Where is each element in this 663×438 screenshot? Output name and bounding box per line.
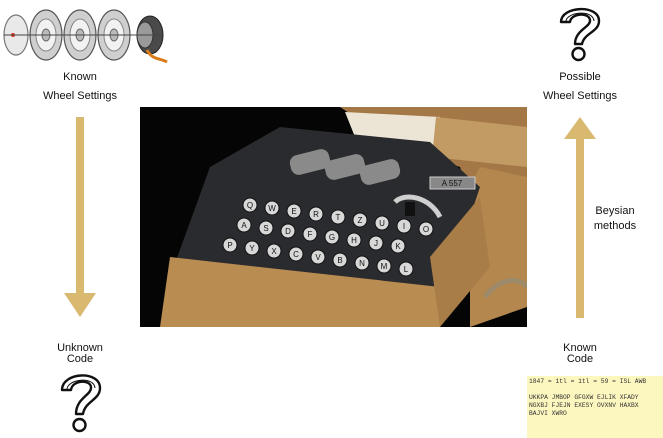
code-line: UKKPA JMBOP GFGXW EJLIK XFADY <box>529 394 639 401</box>
enigma-key: P <box>222 237 238 253</box>
enigma-key: X <box>266 243 282 259</box>
question-mark-icon <box>60 374 102 433</box>
enigma-key: G <box>324 229 340 245</box>
enigma-key-label: X <box>271 247 277 256</box>
enigma-key: F <box>302 226 318 242</box>
enigma-key-label: H <box>351 236 357 245</box>
enigma-key-label: V <box>315 253 321 262</box>
enigma-key-label: A <box>241 221 247 230</box>
enigma-key: N <box>354 255 370 271</box>
enigma-key: E <box>286 203 302 219</box>
enigma-key-label: B <box>337 256 342 265</box>
enigma-key-label: G <box>329 233 335 242</box>
enigma-key-label: E <box>291 207 296 216</box>
enigma-key: I <box>396 218 412 234</box>
enigma-key-label: K <box>395 242 401 251</box>
known-wheel-settings-label: Known Wheel Settings <box>43 71 117 102</box>
enigma-key-label: Y <box>249 244 255 253</box>
svg-text:A 557: A 557 <box>442 179 463 188</box>
enigma-key: H <box>346 232 362 248</box>
enigma-machine-photo: A 557 Q W E R T Z U I O A S D F G H J K P Y X C V B N M L <box>140 107 527 327</box>
enigma-key: C <box>288 246 304 262</box>
enigma-key: V <box>310 249 326 265</box>
enigma-key: W <box>264 200 280 216</box>
enigma-key-label: S <box>263 224 268 233</box>
question-mark-icon <box>559 7 601 62</box>
code-line: NGXBJ FJEJN EXESY OVXNV HAXBX <box>529 402 639 409</box>
enigma-key: L <box>398 261 414 277</box>
enigma-key: M <box>376 258 392 274</box>
enigma-illustration: A 557 Q W E R T Z U I O A S D F G H J K P Y X C V B N M L <box>160 107 527 327</box>
code-header: 1847 = 1tl = 1tl = 59 = ISL AWB <box>529 378 647 385</box>
enigma-key: O <box>418 221 434 237</box>
enigma-key: S <box>258 220 274 236</box>
enigma-key-label: D <box>285 227 291 236</box>
enigma-key-label: C <box>293 250 299 259</box>
enigma-key: B <box>332 252 348 268</box>
enigma-key-label: J <box>374 239 378 248</box>
enigma-key-label: W <box>268 204 276 213</box>
enigma-key-label: I <box>403 222 405 231</box>
down-arrow <box>64 117 96 317</box>
enigma-key: A <box>236 217 252 233</box>
enigma-key-label: F <box>308 230 313 239</box>
enigma-key: K <box>390 238 406 254</box>
enigma-key-label: O <box>423 225 429 234</box>
enigma-key-label: T <box>336 213 341 222</box>
enigma-key: U <box>374 215 390 231</box>
enigma-key-label: P <box>227 241 232 250</box>
up-arrow <box>564 117 596 318</box>
unknown-code-label: Unknown Code <box>57 342 103 365</box>
enigma-key-label: M <box>381 262 388 271</box>
known-code-box: 1847 = 1tl = 1tl = 59 = ISL AWB UKKPA JM… <box>527 376 663 438</box>
rotor-stack-icon <box>3 9 168 64</box>
code-line: BAJVI XWRO <box>529 410 567 417</box>
enigma-key: D <box>280 223 296 239</box>
enigma-key-label: U <box>379 219 385 228</box>
enigma-key-label: R <box>313 210 319 219</box>
enigma-key: Q <box>242 197 258 213</box>
enigma-key-label: L <box>404 265 409 274</box>
enigma-key-label: Z <box>358 216 363 225</box>
enigma-key: Y <box>244 240 260 256</box>
enigma-key-label: N <box>359 259 365 268</box>
enigma-key-label: Q <box>247 201 253 210</box>
known-code-label: Known Code <box>563 342 597 365</box>
enigma-key: R <box>308 206 324 222</box>
enigma-key: J <box>368 235 384 251</box>
enigma-key: T <box>330 209 346 225</box>
enigma-key: Z <box>352 212 368 228</box>
method-label: Beysian methods <box>593 205 637 232</box>
possible-wheel-settings-label: Possible Wheel Settings <box>543 71 617 102</box>
